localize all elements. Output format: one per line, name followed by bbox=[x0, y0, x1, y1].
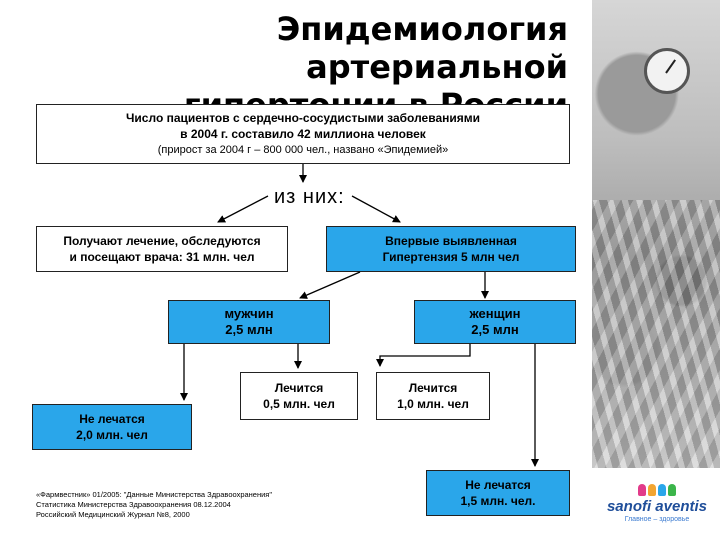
men-treated-line-1: Лечится bbox=[274, 381, 324, 395]
women-not-treated-line-2: 1,5 млн. чел. bbox=[460, 494, 536, 508]
logo-figure-1 bbox=[638, 483, 646, 496]
arrow-women-to-treated bbox=[376, 344, 471, 367]
logo-figure-4 bbox=[668, 483, 676, 496]
reference-3: Российский Медицинский Журнал №8, 2000 bbox=[36, 510, 190, 519]
women-treated-line-2: 1,0 млн. чел bbox=[397, 397, 469, 411]
women-treated-box: Лечится 1,0 млн. чел bbox=[376, 372, 490, 420]
new-cases-line-2: Гипертензия 5 млн чел bbox=[382, 250, 520, 264]
crowd-photo bbox=[592, 200, 720, 468]
men-not-treated-line-2: 2,0 млн. чел bbox=[76, 428, 148, 442]
treated-box: Получают лечение, обследуются и посещают… bbox=[36, 226, 288, 272]
logo-figure-2 bbox=[648, 483, 656, 496]
summary-box: Число пациентов с сердечно-сосудистыми з… bbox=[36, 104, 570, 164]
title-line-2: артериальной bbox=[306, 48, 568, 86]
summary-line-2: в 2004 г. составило 42 миллиона человек bbox=[180, 127, 426, 141]
women-treated-line-1: Лечится bbox=[408, 381, 458, 395]
summary-line-3: (прирост за 2004 г – 800 000 чел., назва… bbox=[157, 144, 449, 156]
women-not-treated-line-1: Не лечатся bbox=[465, 478, 531, 492]
men-treated-line-2: 0,5 млн. чел bbox=[263, 397, 335, 411]
arrow-to-treated bbox=[217, 195, 269, 223]
background-photo bbox=[592, 0, 720, 468]
summary-line-1: Число пациентов с сердечно-сосудистыми з… bbox=[126, 111, 480, 125]
new-cases-line-1: Впервые выявленная bbox=[385, 234, 517, 248]
treated-line-1: Получают лечение, обследуются bbox=[63, 234, 261, 248]
arrow-to-new-cases bbox=[351, 195, 401, 223]
women-line-1: женщин bbox=[469, 306, 521, 321]
reference-2: Статистика Министерства Здравоохранения … bbox=[36, 500, 231, 509]
women-not-treated-box: Не лечатся 1,5 млн. чел. bbox=[426, 470, 570, 516]
blood-pressure-gauge-icon bbox=[644, 48, 690, 94]
men-treated-box: Лечится 0,5 млн. чел bbox=[240, 372, 358, 420]
men-box: мужчин 2,5 млн bbox=[168, 300, 330, 344]
references: «Фармвестник» 01/2005: "Данные Министерс… bbox=[36, 490, 272, 520]
men-not-treated-box: Не лечатся 2,0 млн. чел bbox=[32, 404, 192, 450]
men-line-1: мужчин bbox=[224, 306, 274, 321]
reference-1: «Фармвестник» 01/2005: "Данные Министерс… bbox=[36, 490, 273, 499]
men-line-2: 2,5 млн bbox=[225, 322, 273, 337]
logo-figures-icon bbox=[638, 483, 676, 496]
of-them-label: из них: bbox=[274, 186, 345, 208]
women-line-2: 2,5 млн bbox=[471, 322, 519, 337]
logo-brand: sanofi aventis bbox=[606, 497, 708, 515]
men-not-treated-line-1: Не лечатся bbox=[79, 412, 145, 426]
arrow-new-to-men bbox=[299, 271, 361, 299]
treated-line-2: и посещают врача: 31 млн. чел bbox=[69, 250, 255, 264]
logo-figure-3 bbox=[658, 483, 666, 496]
sanofi-aventis-logo: sanofi aventis Главное – здоровье bbox=[600, 470, 714, 536]
title-line-1: Эпидемиология bbox=[276, 10, 568, 48]
logo-tagline: Главное – здоровье bbox=[624, 515, 690, 523]
women-box: женщин 2,5 млн bbox=[414, 300, 576, 344]
new-cases-box: Впервые выявленная Гипертензия 5 млн чел bbox=[326, 226, 576, 272]
